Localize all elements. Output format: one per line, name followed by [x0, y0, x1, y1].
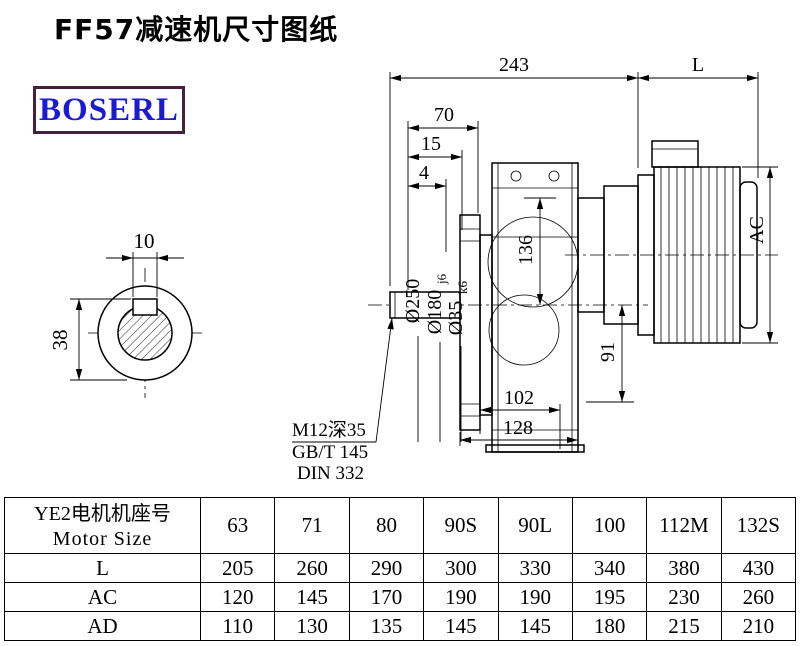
internal-gear-outline	[488, 294, 560, 366]
gb-standard-note: GB/T 145	[292, 442, 368, 463]
motor-size-col: 80	[348, 497, 425, 554]
housing-base	[485, 444, 585, 453]
motor-fins	[660, 167, 734, 343]
dia-180-tolerance: j6	[434, 273, 449, 285]
dim-243-label: 243	[499, 54, 529, 76]
dim-AC-label: AC	[746, 216, 768, 244]
geometry	[97, 140, 758, 453]
dim-value-cell: 110	[199, 611, 276, 641]
dim-value-cell: 290	[348, 553, 425, 583]
brand-logo: BOSERL	[33, 86, 185, 134]
motor-size-header-cell: YE2电机机座号 Motor Size	[4, 497, 201, 554]
dim-L-label: L	[692, 54, 704, 76]
din-standard-note: DIN 332	[297, 463, 364, 484]
dim-value-cell: 380	[646, 553, 722, 583]
dim-value-cell: 130	[274, 611, 350, 641]
dim-value-cell: 135	[348, 611, 425, 641]
motor-size-header-en: Motor Size	[52, 527, 153, 550]
motor-size-col: 112M	[646, 497, 722, 554]
dim-value-cell: 145	[274, 582, 350, 612]
dim-value-cell: 190	[423, 582, 499, 612]
dim-value-cell: 330	[497, 553, 573, 583]
flange-spigot	[479, 234, 493, 416]
dim-4-label: 4	[419, 162, 429, 184]
keyway-slot	[132, 298, 158, 316]
dim-value-cell: 430	[720, 553, 797, 583]
dim-value-cell: 300	[423, 553, 499, 583]
motor-size-col: 90S	[423, 497, 499, 554]
dim-value-cell: 260	[274, 553, 350, 583]
motor-fan-cover	[739, 181, 758, 329]
motor-size-header-cn: YE2电机机座号	[34, 502, 171, 525]
dia-250-label: Ø250	[402, 279, 424, 323]
dim-value-cell: 190	[497, 582, 573, 612]
table-row-AD: AD 110 130 135 145 145 180 215 210	[4, 611, 797, 641]
dim-38-label: 38	[48, 330, 72, 351]
dim-value-cell: 170	[348, 582, 425, 612]
dia-35-label: Ø35	[445, 301, 467, 335]
dim-value-cell: 145	[423, 611, 499, 641]
motor-size-col: 71	[274, 497, 350, 554]
motor-size-col: 132S	[720, 497, 797, 554]
dim-value-cell: 260	[720, 582, 797, 612]
dia-180-label: Ø180	[424, 290, 446, 334]
motor-dimension-table: YE2电机机座号 Motor Size 63 71 80 90S 90L 100…	[4, 497, 797, 641]
dia-35-tolerance: k6	[455, 281, 470, 295]
thread-note: M12深35	[292, 419, 366, 441]
motor-size-col: 100	[571, 497, 648, 554]
dim-value-cell: 145	[497, 611, 573, 641]
dim-15-label: 15	[421, 133, 441, 155]
table-header-row: YE2电机机座号 Motor Size 63 71 80 90S 90L 100…	[4, 497, 797, 554]
dim-value-cell: 210	[720, 611, 797, 641]
motor-size-col: 63	[199, 497, 276, 554]
motor-size-col: 90L	[497, 497, 573, 554]
dim-value-cell: 205	[199, 553, 276, 583]
table-row-AC: AC 120 145 170 190 190 195 230 260	[4, 582, 797, 612]
dim-136-label: 136	[515, 235, 537, 265]
housing-bolt-hole	[510, 170, 522, 182]
dim-value-cell: 215	[646, 611, 722, 641]
dim-row-label: AC	[4, 582, 201, 612]
dim-row-label: AD	[4, 611, 201, 641]
page-title: FF57减速机尺寸图纸	[54, 13, 339, 46]
dim-10-label: 10	[134, 229, 155, 253]
brand-logo-text: BOSERL	[39, 91, 179, 128]
dimension-lines	[70, 72, 778, 449]
output-shaft	[389, 291, 461, 319]
housing-bolt-hole	[548, 170, 560, 182]
table-row-L: L 205 260 290 300 330 340 380 430	[4, 553, 797, 583]
dim-102-label: 102	[504, 387, 534, 409]
dim-128-label: 128	[503, 417, 533, 439]
dim-value-cell: 340	[571, 553, 648, 583]
motor-terminal-box	[651, 140, 699, 168]
dim-70-label: 70	[434, 104, 454, 126]
dim-value-cell: 230	[646, 582, 722, 612]
dim-value-cell: 195	[571, 582, 648, 612]
dim-value-cell: 120	[199, 582, 276, 612]
dim-91-label: 91	[597, 342, 619, 362]
technical-drawing: 243 L 70 15 4 AC 136 91 102 128 Ø250 Ø18…	[48, 54, 778, 484]
dim-value-cell: 180	[571, 611, 648, 641]
dim-row-label: L	[4, 553, 201, 583]
